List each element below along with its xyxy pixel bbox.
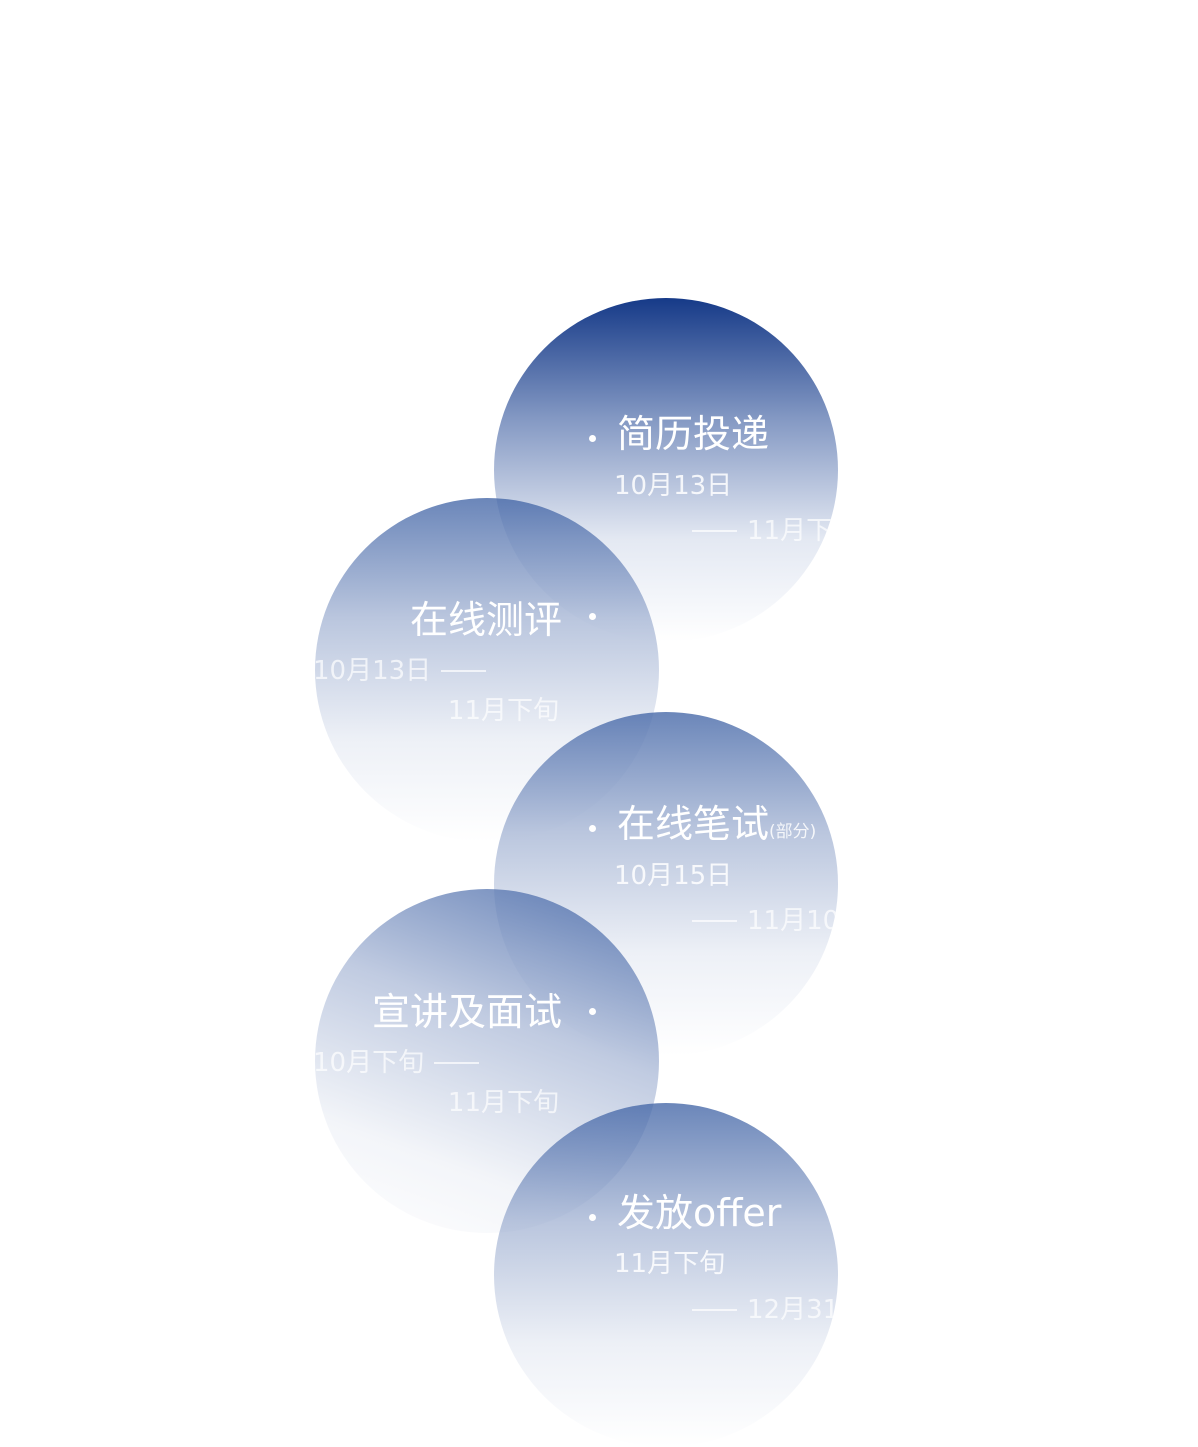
stage-title: 简历投递 — [617, 412, 770, 456]
dash-line — [441, 670, 487, 672]
stage-start-date: 10月13日 — [315, 656, 432, 686]
stage-start-date: 10月13日 — [614, 471, 733, 501]
dash-line — [434, 1062, 480, 1064]
stage-start: 10月下旬 — [315, 1050, 489, 1076]
stage-end-date: 11月下旬 — [447, 696, 559, 726]
bullet-dot — [589, 1008, 596, 1015]
bullet-dot — [589, 613, 596, 620]
stage-end-date: 11月下旬 — [747, 516, 838, 546]
stage-start-date: 10月15日 — [614, 861, 733, 891]
dash-line — [692, 920, 737, 922]
stage-start: 10月13日 — [315, 658, 496, 684]
stage-end-date: 11月10日 — [747, 906, 838, 936]
stage-end: 12月31日 — [682, 1297, 838, 1323]
stage-title: 在线笔试(部分) — [617, 805, 816, 843]
bullet-dot — [589, 1214, 596, 1221]
stage-title-text: 在线笔试 — [617, 802, 770, 846]
bullet-dot — [589, 825, 596, 832]
stage-note: (部分) — [769, 822, 817, 842]
stage-start-date: 11月下旬 — [614, 1249, 726, 1279]
dash-line — [692, 1309, 737, 1311]
stage-title: 在线测评 — [409, 598, 562, 642]
stage-end: 11月10日 — [682, 908, 838, 934]
stage-offer: 发放offer 11月下旬 12月31日 — [494, 1103, 838, 1447]
stage-end: 11月下旬 — [682, 518, 838, 544]
stage-end-date: 12月31日 — [747, 1295, 838, 1325]
stage-end-date: 11月下旬 — [447, 1088, 559, 1118]
stage-title: 发放offer — [617, 1191, 782, 1235]
dash-line — [692, 530, 737, 532]
stage-start-date: 10月下旬 — [315, 1048, 425, 1078]
stage-presentation-interview: 宣讲及面试 10月下旬 11月下旬 — [315, 889, 659, 1233]
bullet-dot — [589, 435, 596, 442]
stage-title: 宣讲及面试 — [371, 990, 562, 1034]
